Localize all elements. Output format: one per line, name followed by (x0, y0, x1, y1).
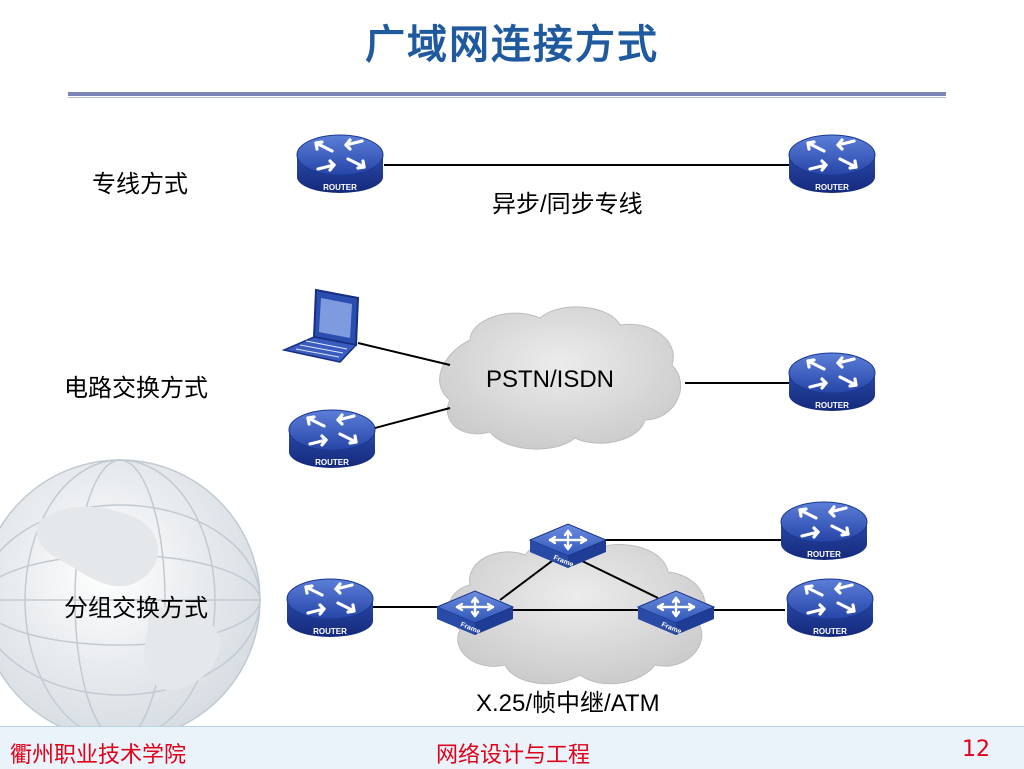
page-number: 12 (962, 737, 990, 762)
router-label: ROUTER (815, 401, 849, 410)
router-label: ROUTER (807, 550, 841, 559)
router-r1-right: ROUTER (787, 133, 877, 195)
router-r3-bottom-right: ROUTER (785, 577, 875, 639)
title-divider (68, 92, 946, 96)
row-label-packet-switching: 分组交换方式 (64, 594, 208, 622)
router-r3-left: ROUTER (285, 577, 375, 639)
switch-left-top-link (499, 554, 561, 601)
router-cloud-link (374, 407, 451, 429)
router-label: ROUTER (813, 627, 847, 636)
router-r2-right: ROUTER (787, 351, 877, 413)
router-label: ROUTER (323, 183, 357, 192)
router-r2-bottom: ROUTER (287, 408, 377, 470)
switch-top-right-link (579, 559, 659, 599)
laptop-cloud-link (357, 342, 451, 366)
router-label: ROUTER (313, 627, 347, 636)
row-label-circuit-switching: 电路交换方式 (64, 374, 208, 402)
router-label: ROUTER (815, 183, 849, 192)
pstn-isdn-label: PSTN/ISDN (486, 366, 615, 393)
laptop-icon (281, 288, 360, 363)
slide-title: 广域网连接方式 (365, 22, 659, 68)
leased-line-caption: 异步/同步专线 (492, 191, 643, 218)
router-r1-left: ROUTER (295, 133, 385, 195)
router-r3-top-right: ROUTER (779, 500, 869, 562)
router-label: ROUTER (315, 458, 349, 467)
title-divider-thin (68, 97, 946, 98)
pstn-isdn-cloud (439, 306, 682, 450)
footer-institution: 衢州职业技术学院 (10, 743, 187, 768)
packet-network-label: X.25/帧中继/ATM (476, 690, 660, 717)
footer-course: 网络设计与工程 (436, 743, 591, 768)
row-label-leased-line: 专线方式 (92, 170, 188, 198)
slide-footer: 衢州职业技术学院 网络设计与工程 12 (0, 726, 1024, 769)
